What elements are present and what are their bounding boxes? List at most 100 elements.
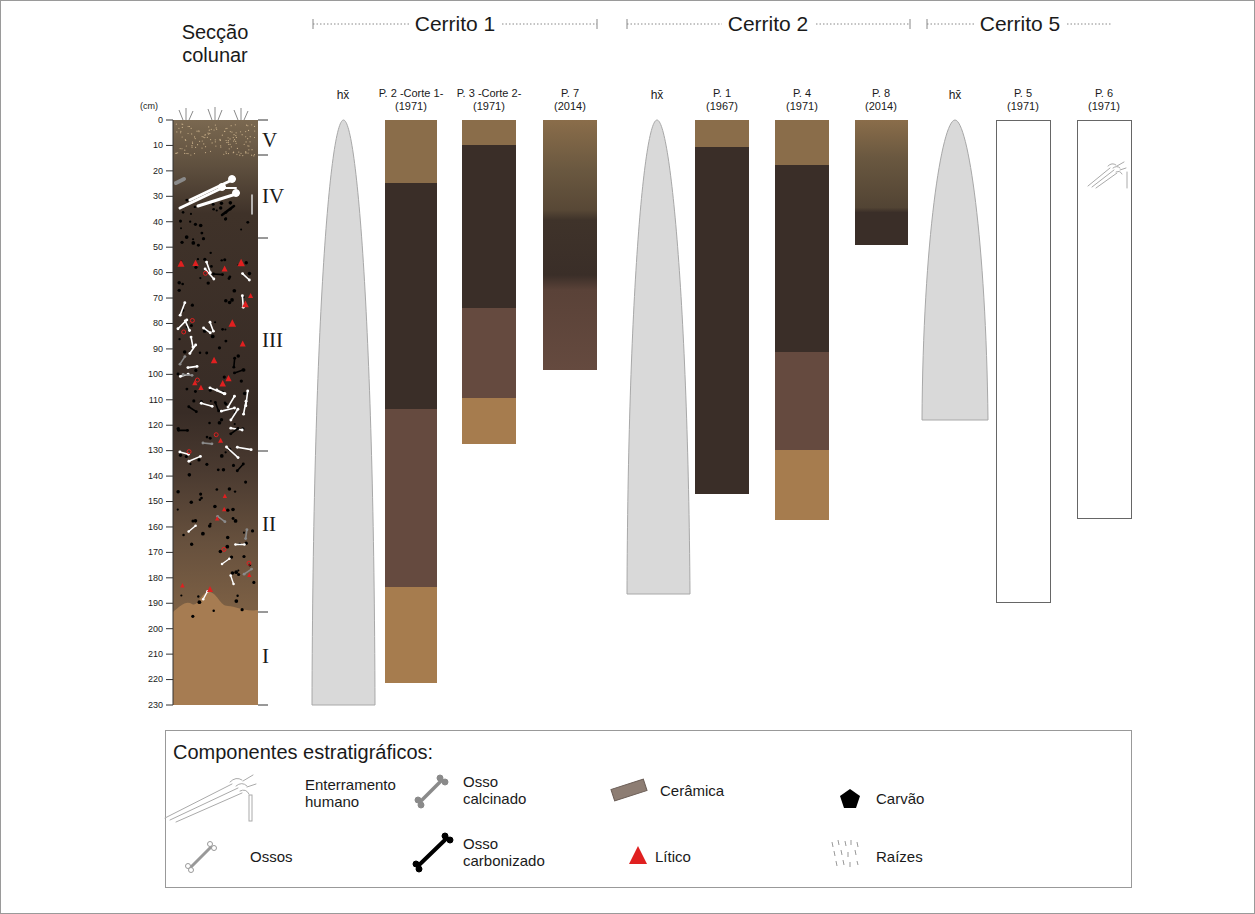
section-texture bbox=[207, 586, 213, 592]
section-texture bbox=[187, 405, 190, 408]
depth-number: 130 bbox=[148, 445, 163, 455]
section-texture bbox=[209, 437, 212, 440]
section-texture bbox=[251, 149, 252, 150]
section-texture bbox=[240, 379, 243, 382]
section-texture bbox=[177, 327, 180, 330]
section-texture bbox=[210, 139, 211, 140]
section-texture bbox=[220, 418, 223, 421]
depth-number: 110 bbox=[149, 395, 163, 405]
section-texture bbox=[250, 568, 253, 571]
section-texture bbox=[190, 501, 193, 504]
mean-height-label: hx̄ bbox=[651, 89, 664, 103]
section-texture bbox=[245, 152, 246, 153]
section-texture bbox=[191, 128, 192, 129]
section-texture bbox=[191, 520, 194, 523]
section-texture bbox=[231, 508, 235, 512]
depth-tick bbox=[166, 120, 173, 121]
section-texture bbox=[237, 427, 240, 430]
section-texture bbox=[205, 134, 206, 135]
section-texture bbox=[186, 145, 187, 146]
section-texture bbox=[236, 154, 237, 155]
section-texture bbox=[244, 404, 247, 407]
mean-height-label: hx̄ bbox=[337, 89, 350, 103]
section-texture bbox=[224, 402, 226, 404]
section-texture bbox=[199, 141, 200, 142]
section-texture bbox=[231, 409, 238, 420]
section-texture bbox=[180, 583, 184, 587]
section-texture bbox=[182, 534, 185, 537]
section-texture bbox=[212, 142, 213, 143]
section-texture bbox=[180, 131, 181, 132]
section-texture bbox=[242, 369, 245, 372]
section-texture bbox=[215, 141, 216, 142]
section-texture bbox=[224, 328, 226, 330]
section-texture bbox=[248, 130, 249, 131]
section-texture bbox=[191, 147, 192, 148]
profile-header: P. 2 -Corte 1- (1971) bbox=[377, 87, 445, 112]
section-texture bbox=[231, 125, 232, 126]
section-texture bbox=[228, 153, 229, 154]
section-texture bbox=[215, 145, 216, 146]
section-texture bbox=[181, 283, 184, 286]
depth-number: 220 bbox=[148, 674, 163, 684]
section-texture bbox=[236, 595, 238, 597]
section-texture bbox=[240, 340, 246, 346]
depth-number: 0 bbox=[158, 115, 163, 125]
unit-numeral: II bbox=[262, 512, 276, 536]
section-texture bbox=[240, 153, 241, 154]
section-texture bbox=[244, 144, 245, 145]
section-texture bbox=[247, 145, 248, 146]
section-texture bbox=[251, 124, 252, 125]
depth-tick bbox=[166, 501, 173, 502]
section-texture bbox=[236, 143, 237, 144]
depth-tick bbox=[166, 425, 173, 426]
section-texture bbox=[176, 490, 179, 493]
depth-unit: (cm) bbox=[140, 101, 158, 111]
section-texture bbox=[254, 130, 255, 131]
site-title: Cerrito 5 bbox=[974, 12, 1067, 36]
section-texture bbox=[199, 277, 201, 279]
section-texture bbox=[194, 223, 197, 226]
depth-tick bbox=[166, 450, 173, 451]
section-texture bbox=[245, 528, 248, 531]
section-texture bbox=[228, 277, 231, 280]
depth-tick bbox=[166, 170, 173, 171]
section-texture bbox=[229, 319, 237, 327]
section-texture bbox=[208, 422, 211, 425]
depth-number: 160 bbox=[148, 522, 163, 532]
section-texture bbox=[187, 450, 191, 454]
section-texture bbox=[177, 373, 180, 376]
section-texture bbox=[241, 294, 244, 297]
section-texture bbox=[194, 390, 197, 393]
section-texture bbox=[228, 558, 231, 561]
section-texture bbox=[209, 331, 212, 334]
section-texture bbox=[232, 583, 235, 586]
section-texture bbox=[217, 468, 220, 471]
section-texture bbox=[220, 146, 221, 147]
section-texture bbox=[197, 258, 199, 260]
section-texture bbox=[228, 137, 229, 138]
depth-tick bbox=[166, 196, 173, 197]
section-texture bbox=[251, 529, 254, 532]
depth-number: 90 bbox=[153, 344, 163, 354]
section-texture bbox=[220, 140, 221, 141]
depth-number: 80 bbox=[153, 318, 163, 328]
section-texture bbox=[200, 232, 203, 235]
section-texture bbox=[232, 366, 235, 369]
section-texture bbox=[229, 201, 233, 205]
section-texture bbox=[189, 220, 191, 222]
legend-entry: Osso calcinado bbox=[463, 773, 530, 808]
section-texture bbox=[191, 615, 194, 618]
section-texture bbox=[216, 127, 217, 128]
section-texture bbox=[226, 508, 229, 511]
section-texture bbox=[180, 241, 183, 244]
section-texture bbox=[187, 153, 188, 154]
section-texture bbox=[222, 468, 225, 471]
section-texture bbox=[194, 369, 197, 372]
section-texture bbox=[178, 320, 187, 329]
profile-header: P. 4 (1971) bbox=[785, 87, 820, 112]
section-texture bbox=[188, 473, 192, 477]
mean-height-label: hx̄ bbox=[949, 89, 962, 103]
section-texture bbox=[235, 544, 244, 545]
